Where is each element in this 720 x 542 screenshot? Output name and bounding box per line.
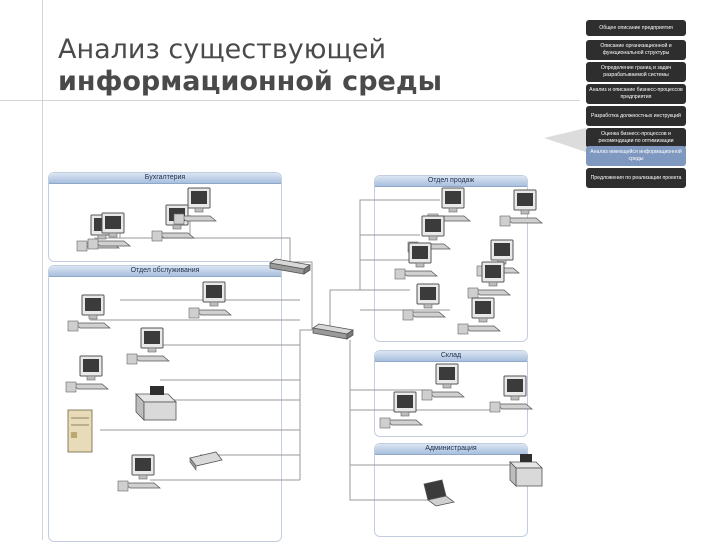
group-header bbox=[375, 351, 527, 362]
nav-item-label: Предложения по реализации проекта bbox=[590, 174, 682, 181]
workstation-icon bbox=[65, 355, 109, 393]
group-label-warehouse: Склад bbox=[440, 352, 462, 359]
nav-item-label: Анализ и описание бизнесс-процессов пред… bbox=[589, 87, 683, 100]
workstation-icon bbox=[151, 204, 195, 242]
server-icon bbox=[67, 409, 93, 453]
group-label-accounting: Бухгалтерия bbox=[144, 174, 186, 181]
workstation-icon bbox=[489, 375, 533, 413]
nav-item-label: Оценка бизнесс-процессов и рекомендации … bbox=[598, 131, 674, 144]
nav-item-label: Анализ имеющейся информационной среды bbox=[590, 149, 682, 162]
slide-title-line2: информационной среды bbox=[58, 66, 443, 97]
nav-item-company-overview[interactable]: Общее описание предприятия bbox=[586, 20, 686, 36]
left-vertical-line bbox=[42, 0, 43, 540]
workstation-icon bbox=[457, 297, 501, 335]
nav-item-implementation-proposals[interactable]: Предложения по реализации проекта bbox=[586, 168, 686, 188]
nav-item-information-environment[interactable]: Анализ имеющейся информационной среды bbox=[586, 146, 686, 166]
network-switch-icon bbox=[312, 323, 354, 340]
nav-item-label: Описание организационной и функционально… bbox=[600, 43, 672, 56]
printer-icon bbox=[509, 454, 543, 487]
workstation-icon bbox=[402, 283, 446, 321]
slide-title-line1: Анализ существующей bbox=[58, 34, 387, 65]
nav-item-org-structure[interactable]: Описание организационной и функционально… bbox=[586, 40, 686, 60]
group-label-service: Отдел обслуживания bbox=[130, 267, 200, 274]
network-switch-icon bbox=[269, 258, 311, 275]
nav-pointer-arrow bbox=[544, 128, 586, 152]
nav-item-label: Определение границ и задач разрабатываем… bbox=[600, 65, 672, 78]
nav-item-job-instructions[interactable]: Разработка должностных инструкций bbox=[586, 106, 686, 126]
group-label-sales: Отдел продаж bbox=[427, 177, 475, 184]
printer-icon bbox=[135, 386, 177, 421]
workstation-icon bbox=[117, 454, 161, 492]
workstation-icon bbox=[467, 261, 511, 299]
workstation-icon bbox=[67, 294, 111, 332]
slide-title: Анализ существующей информационной среды bbox=[58, 34, 488, 98]
nav-item-label: Общее описание предприятия bbox=[599, 24, 673, 31]
group-administration: Администрация bbox=[374, 443, 528, 537]
group-header bbox=[375, 444, 527, 455]
top-horizontal-line bbox=[0, 100, 580, 101]
nav-item-process-optimization[interactable]: Оценка бизнесс-процессов и рекомендации … bbox=[586, 128, 686, 148]
nav-item-business-process-analysis[interactable]: Анализ и описание бизнесс-процессов пред… bbox=[586, 84, 686, 104]
group-header bbox=[49, 266, 281, 277]
nav-item-system-scope[interactable]: Определение границ и задач разрабатываем… bbox=[586, 62, 686, 82]
group-label-administration: Администрация bbox=[425, 445, 477, 452]
scanner-icon bbox=[189, 451, 223, 471]
group-header bbox=[49, 173, 281, 184]
workstation-icon bbox=[421, 363, 465, 401]
nav-item-label: Разработка должностных инструкций bbox=[591, 112, 681, 119]
workstation-icon bbox=[126, 327, 170, 365]
group-header bbox=[375, 176, 527, 187]
laptop-icon bbox=[423, 479, 455, 507]
workstation-icon bbox=[394, 242, 438, 280]
workstation-icon bbox=[499, 189, 543, 227]
